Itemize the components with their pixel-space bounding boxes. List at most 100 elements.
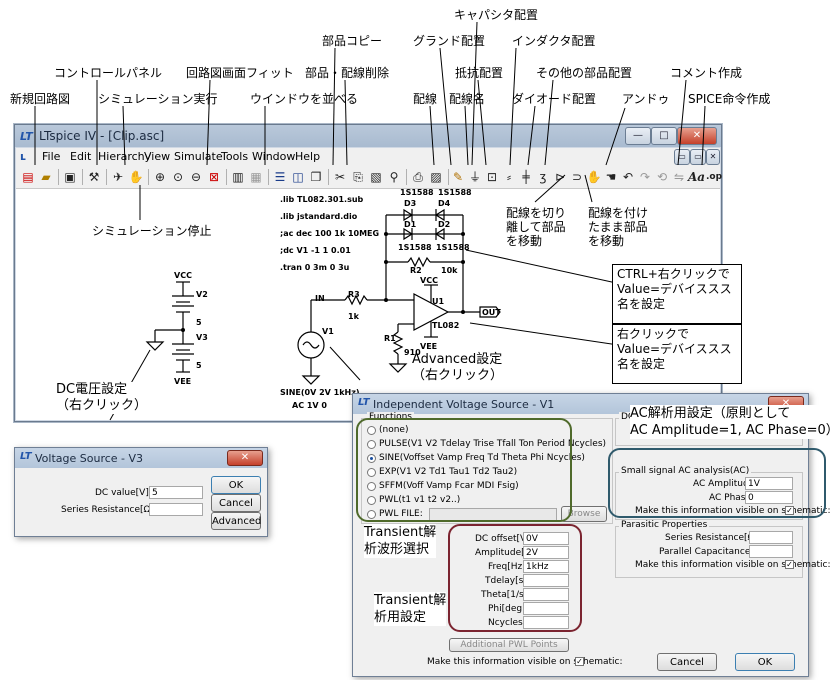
pan-icon[interactable]: ⊙	[172, 170, 184, 184]
directive-line[interactable]: .tran 0 3m 0 3u	[280, 263, 350, 272]
dc-offset-input[interactable]: 0V	[523, 532, 569, 545]
maximize-button[interactable]: □	[651, 127, 677, 145]
plot-settings-icon[interactable]: ▦	[250, 170, 262, 184]
new-schematic-icon[interactable]: ▤	[22, 170, 34, 184]
amplitude-input[interactable]: 2V	[523, 546, 569, 559]
ok-button[interactable]: OK	[211, 476, 261, 494]
text-comment-icon[interactable]: Aa	[688, 170, 706, 184]
drag-hand-icon[interactable]: ☚	[605, 170, 617, 184]
autorange-icon[interactable]: ▥	[232, 170, 244, 184]
close-button[interactable]: ✕	[677, 127, 717, 145]
ncycles-input[interactable]	[523, 616, 569, 629]
additional-pwl-button[interactable]: Additional PWL Points	[449, 638, 569, 652]
menu-tools[interactable]: Tools	[221, 150, 249, 163]
run-icon[interactable]: ✈	[112, 170, 124, 184]
tile-horizontal-icon[interactable]: ☰	[274, 170, 286, 184]
menu-view[interactable]: View	[144, 150, 171, 163]
tile-vertical-icon[interactable]: ◫	[292, 170, 304, 184]
theta-input[interactable]	[523, 588, 569, 601]
print-setup-icon[interactable]: ⎙	[413, 170, 423, 184]
dialog-close-button[interactable]: ✕	[227, 450, 263, 466]
wire-pencil-icon[interactable]: ✎	[452, 170, 464, 184]
function-pwl-radio[interactable]	[367, 496, 376, 505]
ltspice-main-window: LT LTspice IV - [Clip.asc] — □ ✕ ʟ File …	[14, 124, 722, 422]
annotation-advanced-setting: Advanced設定 （右クリック）	[412, 352, 504, 383]
ac-amplitude-input[interactable]: 1V	[745, 477, 793, 490]
parallel-capacitance-input[interactable]	[749, 545, 793, 558]
component-icon[interactable]: ⊃	[571, 170, 583, 184]
zoom-fit-icon[interactable]: ⊠	[208, 170, 220, 184]
ivs-series-resistance-input[interactable]	[749, 531, 793, 544]
param-label: Amplitude[V]:	[475, 548, 538, 558]
menu-edit[interactable]: Edit	[70, 150, 92, 163]
menu-help[interactable]: Help	[295, 150, 321, 163]
advanced-button[interactable]: Advanced	[211, 512, 261, 530]
directive-line[interactable]: ;ac dec 100 1k 10MEG	[280, 229, 380, 238]
directive-line[interactable]: ;dc V1 -1 1 0.01	[280, 246, 351, 255]
directive-line[interactable]: .lib TL082.301.sub	[280, 195, 364, 204]
ivs-cancel-button[interactable]: Cancel	[657, 653, 717, 671]
redo-icon[interactable]: ↷	[639, 170, 651, 184]
halt-icon[interactable]: ✋	[128, 170, 144, 184]
ivs-ok-button[interactable]: OK	[735, 653, 795, 671]
menu-file[interactable]: File	[42, 150, 61, 163]
annotation-drag-keep: 配線を付け たまま部品 を移動	[588, 206, 649, 248]
spice-directive-icon[interactable]: .op	[706, 172, 723, 182]
net-label-icon[interactable]: ⊡	[486, 170, 498, 184]
menu-window[interactable]: Window	[252, 150, 296, 163]
find-icon[interactable]: ⚲	[389, 170, 399, 184]
undo-icon[interactable]: ↶	[622, 170, 634, 184]
print-icon[interactable]: ▨	[430, 170, 442, 184]
ac-visible-checkbox[interactable]: ✓	[785, 506, 794, 515]
open-folder-icon[interactable]: ▰	[41, 170, 51, 184]
resistor-icon[interactable]: ⸗	[507, 170, 511, 184]
function-exp-radio[interactable]	[367, 468, 376, 477]
annotation-comment: コメント作成	[670, 66, 743, 80]
zoom-in-icon[interactable]: ⊕	[154, 170, 166, 184]
function-pulse-radio[interactable]	[367, 440, 376, 449]
capacitor-icon[interactable]: ╪	[522, 170, 530, 184]
control-panel-icon[interactable]: ⚒	[88, 170, 100, 184]
child-window-icon[interactable]: ʟ	[20, 150, 26, 163]
rotate-icon[interactable]: ⟲	[656, 170, 668, 184]
v3-label: V3	[196, 333, 208, 342]
ac-phase-label: AC Phase:	[709, 493, 755, 503]
r3-value: 1k	[348, 312, 359, 321]
annotation-inductor: インダクタ配置	[512, 34, 596, 48]
paste-icon[interactable]: ▧	[370, 170, 382, 184]
cut-icon[interactable]: ✂	[334, 170, 346, 184]
function-sine-radio[interactable]	[367, 454, 376, 463]
inductor-icon[interactable]: ʒ	[539, 170, 547, 184]
mirror-icon[interactable]: ⇋	[673, 170, 685, 184]
minimize-button[interactable]: —	[625, 127, 651, 145]
ground-icon[interactable]: ⏚	[468, 170, 481, 184]
copy-icon[interactable]: ⎘	[353, 170, 363, 184]
save-icon[interactable]: ▣	[64, 170, 76, 184]
child-close-button[interactable]: ✕	[706, 149, 720, 165]
menu-simulate[interactable]: Simulate	[174, 150, 223, 163]
series-resistance-input[interactable]	[149, 503, 203, 516]
move-hand-icon[interactable]: ✋	[586, 170, 602, 184]
function-exp-label: EXP(V1 V2 Td1 Tau1 Td2 Tau2)	[379, 467, 518, 477]
ac-phase-input[interactable]: 0	[745, 491, 793, 504]
phi-input[interactable]	[523, 602, 569, 615]
cancel-button[interactable]: Cancel	[211, 494, 261, 512]
transient-visible-checkbox[interactable]: ✓	[575, 657, 584, 666]
main-toolbar: ▤ ▰ ▣ ⚒ ✈ ✋ ⊕ ⊙ ⊖ ⊠ ▥ ▦ ☰ ◫ ❐ ✂ ⎘ ▧ ⚲ ⎙ …	[16, 166, 723, 189]
function-sffm-radio[interactable]	[367, 482, 376, 491]
tdelay-input[interactable]	[523, 574, 569, 587]
function-none-radio[interactable]	[367, 426, 376, 435]
directive-line[interactable]: .lib jstandard.dio	[280, 212, 358, 221]
dc-value-label: DC value[V]:	[95, 488, 152, 498]
param-label: Tdelay[s]:	[485, 576, 530, 586]
zoom-out-icon[interactable]: ⊖	[190, 170, 202, 184]
freq-input[interactable]: 1kHz	[523, 560, 569, 573]
parasitic-visible-checkbox[interactable]: ✓	[785, 560, 794, 569]
diode-icon[interactable]: ⊳	[554, 170, 566, 184]
v1-label: V1	[322, 327, 334, 336]
annotation-resistor: 抵抗配置	[455, 66, 504, 80]
cascade-icon[interactable]: ❐	[310, 170, 322, 184]
schematic-canvas[interactable]	[16, 189, 720, 420]
dc-value-input[interactable]: 5	[149, 486, 203, 499]
voltage-source-dialog: LT Voltage Source - V3 ✕ DC value[V]: 5 …	[14, 447, 268, 537]
